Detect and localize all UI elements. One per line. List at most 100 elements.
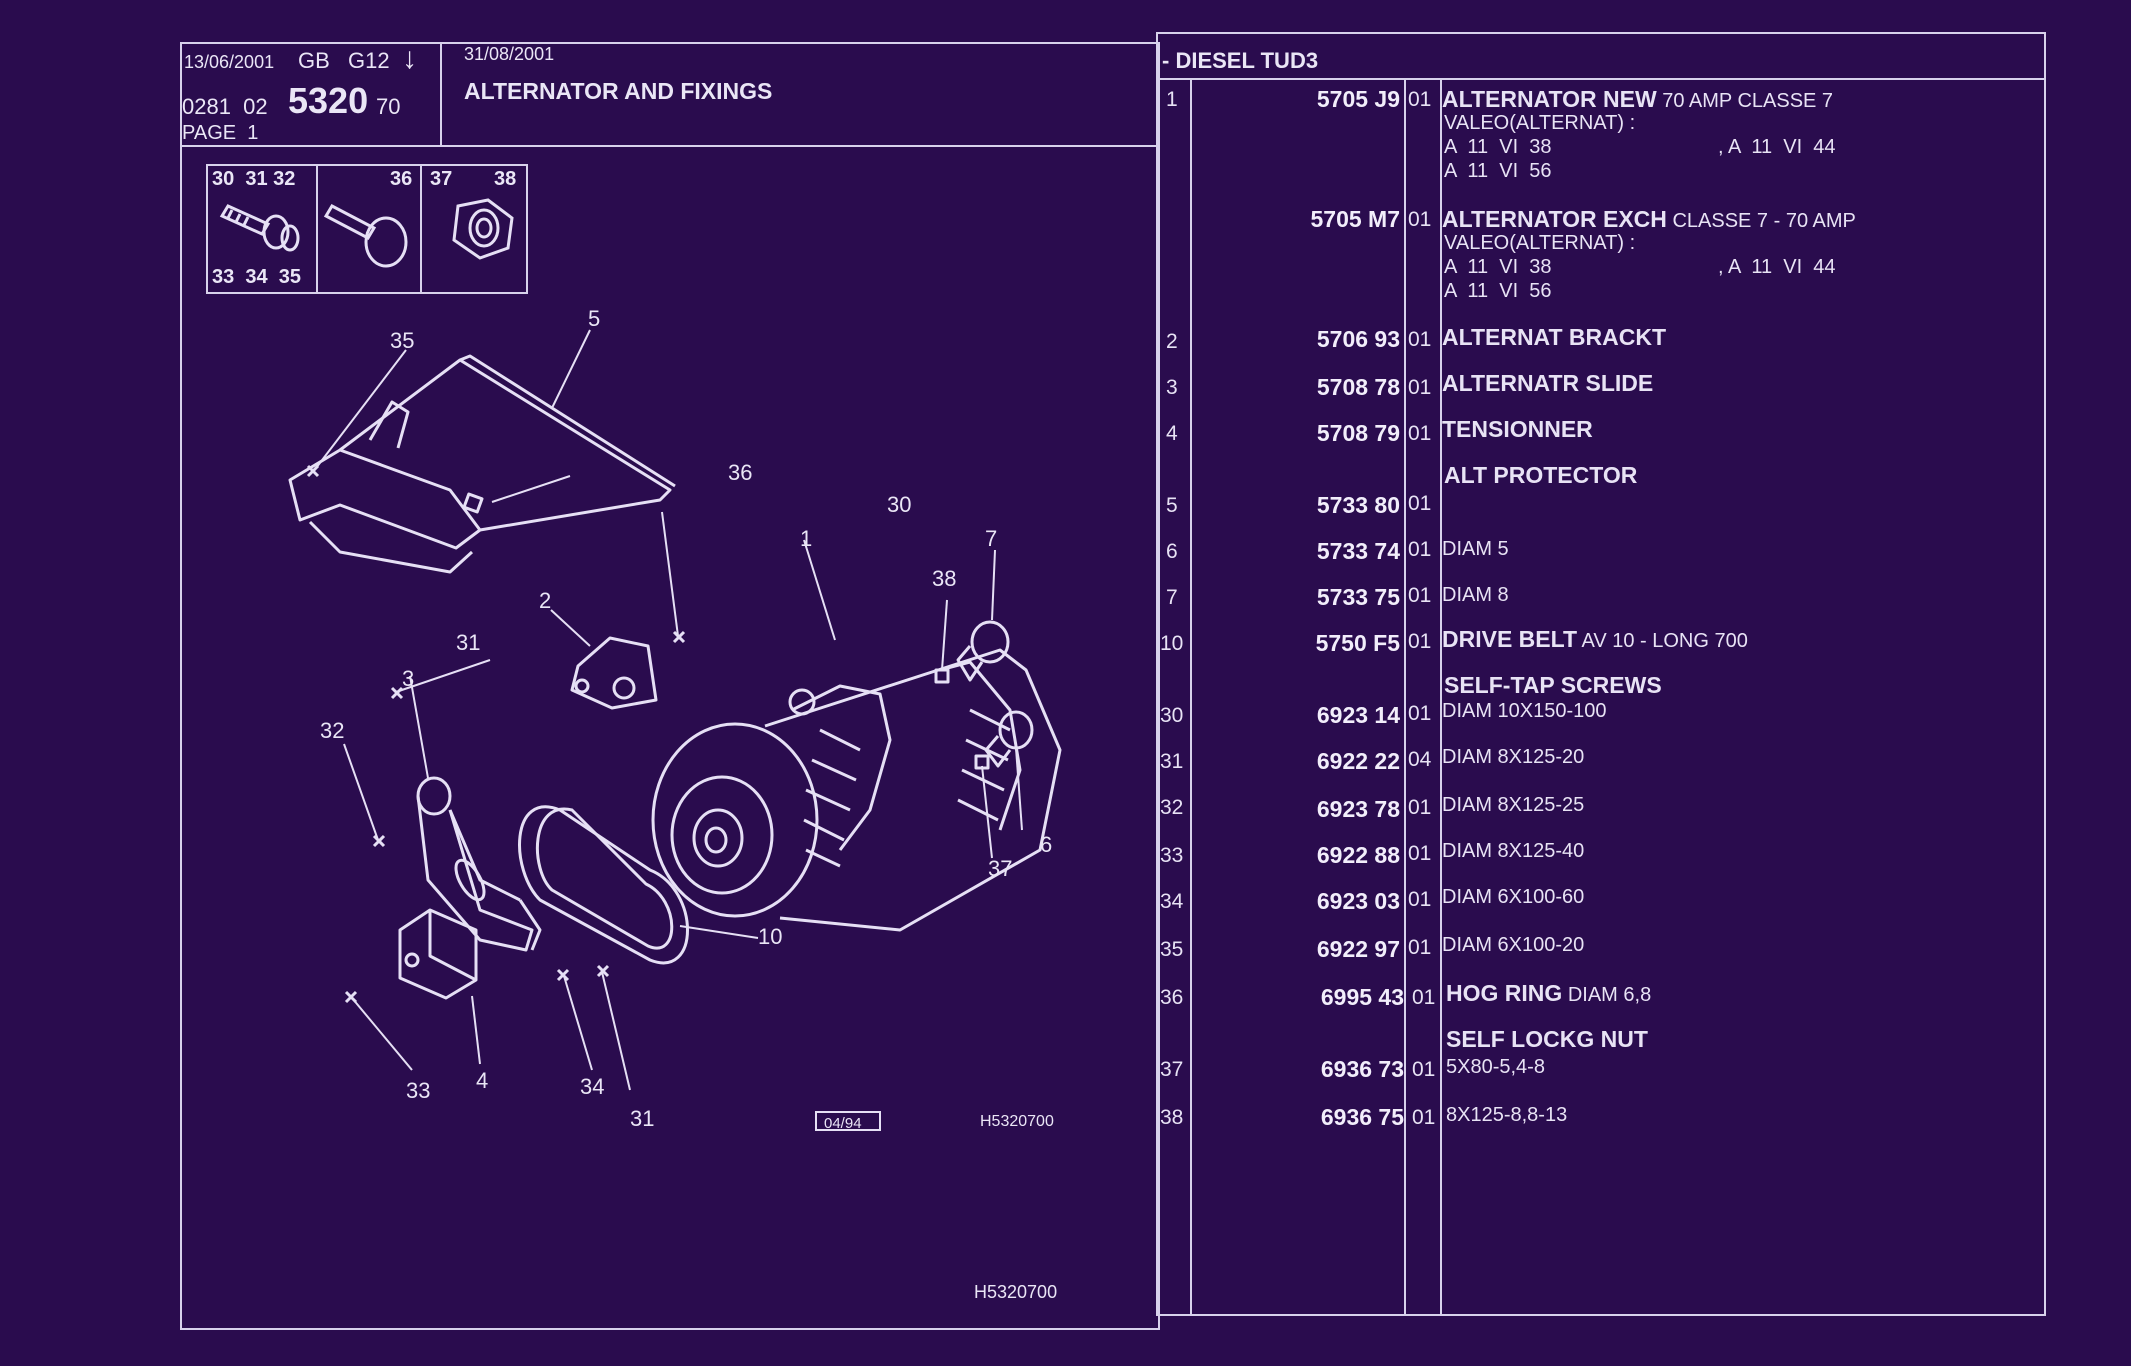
leader-lines [312, 329, 1023, 1091]
tensioner-part [398, 908, 478, 1000]
row-desc-33: DIAM 8X125-40 [1442, 840, 1585, 862]
row-qty-3: 01 [1408, 376, 1432, 399]
row-part-32: 6923 78 [1316, 796, 1400, 822]
row-qty-10: 01 [1408, 630, 1432, 653]
ref-box [815, 1111, 881, 1131]
header-code-suffix: 70 [376, 94, 401, 119]
row-qty-1x: 01 [1408, 208, 1432, 231]
left-panel-frame [180, 42, 1160, 1330]
row-desc-3: ALTERNATR SLIDE [1442, 370, 1653, 397]
row-num-31: 31 [1160, 750, 1184, 773]
row-num-2: 2 [1166, 330, 1178, 353]
heading-alt-protector: ALT PROTECTOR [1444, 462, 1637, 489]
row-desc-10-bold: DRIVE BELT [1442, 626, 1578, 652]
row-desc-7: DIAM 8 [1442, 584, 1509, 606]
row-desc-36-bold: HOG RING [1446, 980, 1563, 1006]
bolt-washer-icon [219, 204, 300, 252]
row-part-30: 6923 14 [1316, 702, 1400, 728]
row-num-1: 1 [1166, 88, 1178, 111]
nut-38 [934, 668, 950, 684]
diagram-ref-code: H5320700 [980, 1113, 1054, 1130]
row-sub-1a: VALEO(ALTERNAT) : [1444, 112, 1636, 134]
row-sub-1xd: A 11 VI 56 [1444, 280, 1552, 302]
right-panel-frame [1156, 32, 2046, 1316]
row-qty-32: 01 [1408, 796, 1432, 819]
legend-box: 30 31 32 36 37 38 33 34 35 [206, 164, 528, 294]
callout-33: 33 [406, 1078, 430, 1103]
legend-label-top1: 30 31 32 [212, 168, 296, 190]
row-part-6: 5733 74 [1316, 538, 1400, 564]
header-code-main: 5320 [288, 80, 369, 121]
row-desc-2: ALTERNAT BRACKT [1442, 324, 1666, 351]
callout-34: 34 [580, 1074, 604, 1099]
row-qty-38: 01 [1412, 1106, 1436, 1129]
row-num-35: 35 [1160, 938, 1184, 961]
row-part-33: 6922 88 [1316, 842, 1400, 868]
callout-37: 37 [988, 856, 1012, 881]
row-num-3: 3 [1166, 376, 1178, 399]
row-desc-2-bold: ALTERNAT BRACKT [1442, 324, 1667, 350]
header-arrow: ↓ [402, 42, 417, 75]
row-desc-1: ALTERNATOR NEW 70 AMP CLASSE 7 [1442, 86, 1833, 113]
heading-alt-protector-text: ALT PROTECTOR [1444, 462, 1638, 488]
row-part-34: 6923 03 [1316, 888, 1400, 914]
screw-markers [306, 464, 686, 1004]
alternator-bracket-part [570, 636, 658, 710]
callout-35: 35 [390, 328, 414, 353]
row-desc-4: TENSIONNER [1442, 416, 1593, 443]
row-part-3: 5708 78 [1316, 374, 1400, 400]
row-desc-3-bold: ALTERNATR SLIDE [1442, 370, 1654, 396]
row-part-7: 5733 75 [1316, 584, 1400, 610]
row-qty-37: 01 [1412, 1058, 1436, 1081]
row-desc-32: DIAM 8X125-25 [1442, 794, 1585, 816]
row-desc-30: DIAM 10X150-100 [1442, 700, 1607, 722]
row-num-33: 33 [1160, 844, 1184, 867]
diagram-ref-bottom: H5320700 [974, 1282, 1057, 1302]
row-desc-36: HOG RING DIAM 6,8 [1446, 980, 1651, 1007]
callout-36: 36 [728, 460, 752, 485]
row-num-32: 32 [1160, 796, 1184, 819]
row-part-1x: 5705 M7 [1310, 206, 1400, 232]
row-desc-6: DIAM 5 [1442, 538, 1509, 560]
row-desc-1x-bold: ALTERNATOR EXCH [1442, 206, 1667, 232]
legend-label-top2: 36 [390, 168, 413, 190]
row-qty-4: 01 [1408, 422, 1432, 445]
row-num-38: 38 [1160, 1106, 1184, 1129]
callout-4: 4 [476, 1068, 488, 1093]
row-qty-2: 01 [1408, 328, 1432, 351]
callout-10: 10 [758, 924, 782, 949]
engine-label: - DIESEL TUD3 [1162, 48, 1319, 73]
legend-label-top3: 37 [430, 168, 453, 190]
callout-2: 2 [539, 588, 551, 613]
table-col-num [1190, 78, 1192, 1314]
callout-31a: 31 [456, 630, 480, 655]
row-qty-34: 01 [1408, 888, 1432, 911]
header-divider-left [180, 145, 1156, 147]
header-date2: 31/08/2001 [464, 44, 555, 64]
legend-divider-1 [316, 166, 318, 292]
page-title: ALTERNATOR AND FIXINGS [464, 78, 773, 104]
legend-icons [219, 198, 514, 268]
table-col-qty [1440, 78, 1442, 1314]
row-desc-1x: ALTERNATOR EXCH CLASSE 7 - 70 AMP [1442, 206, 1856, 233]
row-qty-6: 01 [1408, 538, 1432, 561]
cap-7-part [956, 620, 1010, 682]
legend-label-top4: 38 [494, 168, 517, 190]
alternator-body-part [651, 648, 1062, 932]
row-desc-4-bold: TENSIONNER [1442, 416, 1593, 442]
row-qty-30: 01 [1408, 702, 1432, 725]
row-sub-1b: A 11 VI 38 [1444, 136, 1552, 158]
drive-belt-part [518, 805, 689, 965]
header-code-prefix: 0281 02 [182, 94, 268, 119]
row-part-5: 5733 80 [1316, 492, 1400, 518]
row-num-30: 30 [1160, 704, 1184, 727]
row-desc-38: 8X125-8,8-13 [1446, 1104, 1568, 1126]
hog-ring-36 [462, 492, 484, 514]
row-part-35: 6922 97 [1316, 936, 1400, 962]
row-part-10: 5750 F5 [1315, 630, 1400, 656]
callout-1: 1 [800, 526, 812, 551]
header-lang: GB [298, 48, 330, 73]
callout-3: 3 [402, 666, 414, 691]
row-num-10: 10 [1160, 632, 1184, 655]
hog-ring-pin-icon [323, 204, 408, 268]
